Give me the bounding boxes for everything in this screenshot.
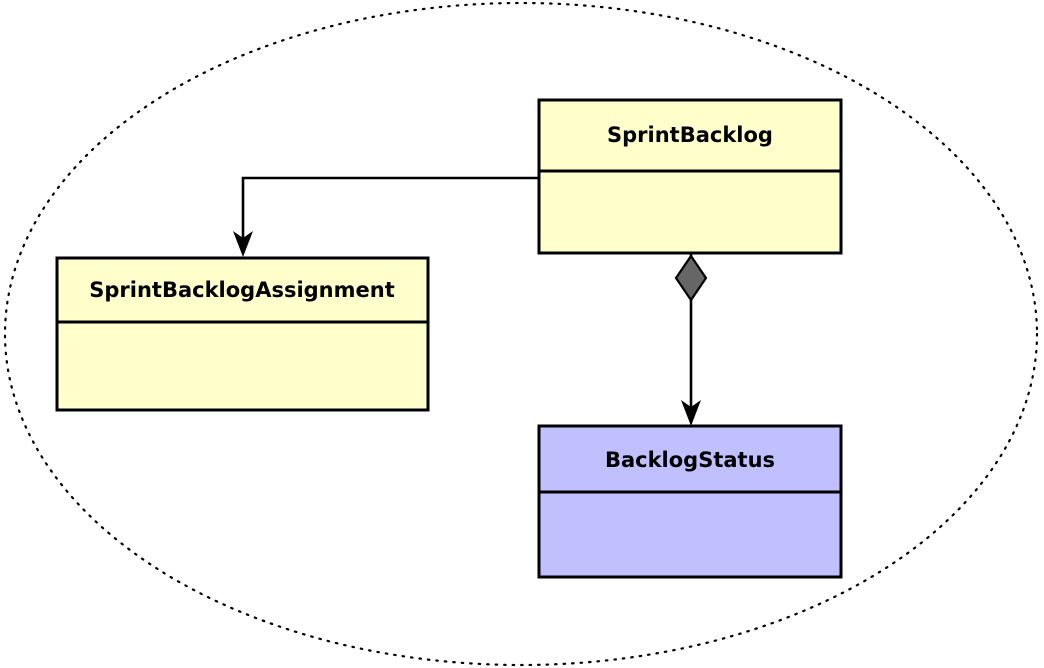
class-node-sprint-backlog[interactable]: SprintBacklog xyxy=(537,98,843,255)
class-node-sprint-backlog-assignment[interactable]: SprintBacklogAssignment xyxy=(55,256,430,412)
package-boundary-ellipse xyxy=(3,1,1039,667)
class-box-body xyxy=(537,424,843,579)
composition-sprintbacklog-to-backlogstatus[interactable] xyxy=(674,253,708,426)
open-arrow-icon xyxy=(681,400,701,426)
class-title-sprint-backlog: SprintBacklog xyxy=(607,123,773,147)
association-line xyxy=(241,176,539,244)
open-arrow-icon xyxy=(233,231,253,257)
class-node-backlog-status[interactable]: BacklogStatus xyxy=(537,424,843,579)
association-sprintbacklog-to-assignment[interactable] xyxy=(233,176,539,257)
class-title-sprint-backlog-assignment: SprintBacklogAssignment xyxy=(89,278,395,302)
class-title-backlog-status: BacklogStatus xyxy=(605,448,775,472)
class-box-body xyxy=(55,256,430,412)
class-box-body xyxy=(537,98,843,255)
filled-diamond-icon xyxy=(674,254,708,302)
